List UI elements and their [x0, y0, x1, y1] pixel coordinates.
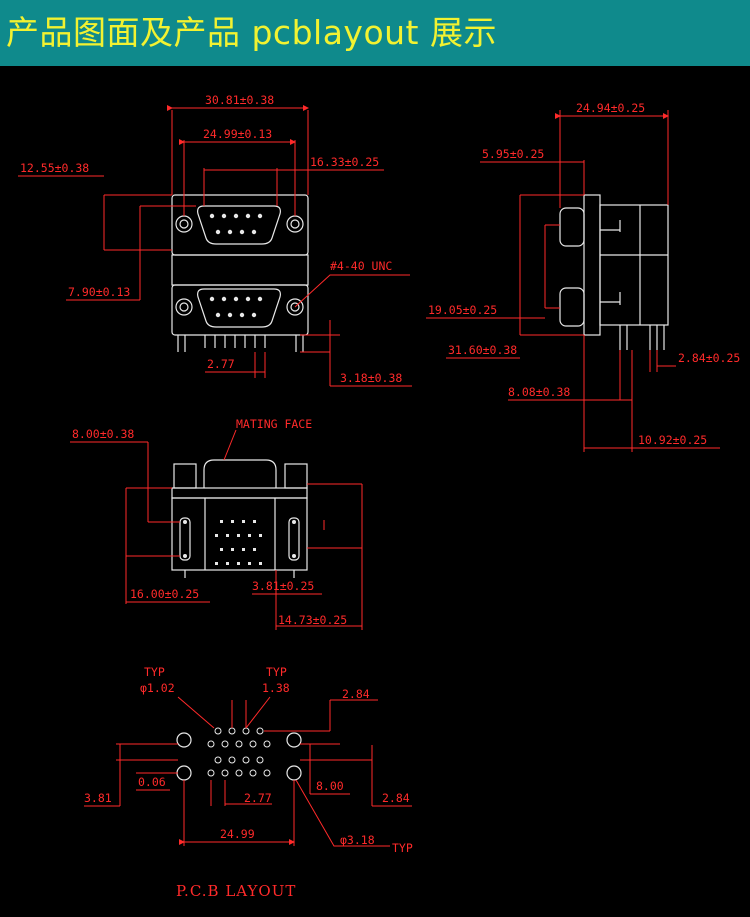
dim-bolt-span: 16.00±0.25 [130, 587, 199, 601]
pcb-typ-left: TYP [144, 665, 165, 679]
pcb-dim-284-bottom: 2.84 [382, 791, 410, 805]
dim-pin-length: 3.18±0.38 [340, 371, 402, 385]
pcb-layout-title: P.C.B LAYOUT [176, 882, 296, 900]
pcb-pitch-138: 1.38 [262, 681, 290, 695]
dim-bolt-offset: 8.00±0.38 [72, 427, 134, 441]
technical-drawing: 30.81±0.38 24.99±0.13 16.33±0.25 12.55±0… [18, 93, 740, 900]
pcb-typ-right: TYP [266, 665, 287, 679]
front-view: 30.81±0.38 24.99±0.13 16.33±0.25 12.55±0… [18, 93, 412, 387]
side-view-outline [559, 194, 669, 350]
pcb-dim-006: 0.06 [138, 775, 166, 789]
front-view-outline [171, 194, 309, 352]
front-view-dimension-lines [18, 105, 412, 387]
dim-port-offset: 7.90±0.13 [68, 285, 130, 299]
pcb-dim-381: 3.81 [84, 791, 112, 805]
side-view: 24.94±0.25 5.95±0.25 19.05±0.25 31.60±0.… [426, 101, 740, 452]
pcb-dim-2499: 24.99 [220, 827, 255, 841]
pcb-dim-800: 8.00 [316, 779, 344, 793]
pcb-mount-holes [176, 732, 302, 781]
dim-overall-width: 30.81±0.38 [205, 93, 274, 107]
mating-face-label: MATING FACE [236, 417, 312, 431]
pcb-dim-277: 2.77 [244, 791, 272, 805]
pcb-typ-mount: TYP [392, 841, 413, 855]
front-view-pins [209, 213, 263, 318]
pcb-pin-holes [207, 727, 271, 777]
dim-side-height: 31.60±0.38 [448, 343, 517, 357]
dim-top-height: 12.55±0.38 [20, 161, 89, 175]
dim-half-span: 16.33±0.25 [310, 155, 379, 169]
dim-side-depth: 24.94±0.25 [576, 101, 645, 115]
dim-port-pitch: 19.05±0.25 [428, 303, 497, 317]
pcb-hole-diameter: φ1.02 [140, 681, 175, 695]
pcb-dim-284-top: 2.84 [342, 687, 370, 701]
dim-bottom-depth: 14.73±0.25 [278, 613, 347, 627]
pcb-layout: TYP φ1.02 TYP 1.38 2.84 3.81 0.06 2.77 8… [84, 665, 413, 900]
header-banner: 产品图面及产品 pcblayout 展示 [0, 0, 750, 66]
page-title: 产品图面及产品 pcblayout 展示 [6, 13, 497, 52]
dim-row-spacing: 2.84±0.25 [678, 351, 740, 365]
dim-board-offset: 8.08±0.38 [508, 385, 570, 399]
dim-pitch: 2.77 [207, 357, 235, 371]
bottom-view: MATING FACE 8.00±0.38 16.00±0.25 3.81±0.… [70, 417, 363, 630]
bottom-view-dimension-lines [70, 429, 363, 630]
thread-label: #4-40 UNC [330, 259, 392, 273]
dim-flange: 5.95±0.25 [482, 147, 544, 161]
dim-rear-offset: 10.92±0.25 [638, 433, 707, 447]
pcb-mount-diameter: φ3.18 [340, 833, 375, 847]
dim-pin-span: 24.99±0.13 [203, 127, 272, 141]
dim-pin-row: 3.81±0.25 [252, 579, 314, 593]
side-view-dimension-lines [426, 110, 720, 452]
pcb-dimension-lines [84, 696, 412, 847]
bottom-view-pins [183, 520, 296, 565]
bottom-view-outline [171, 459, 308, 578]
